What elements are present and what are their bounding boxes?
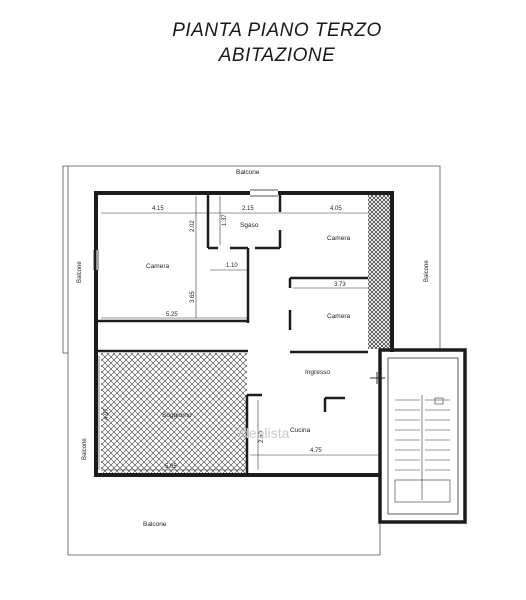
dim-3-65: 3.65 bbox=[190, 291, 196, 303]
dim-1-37: 1.37 bbox=[222, 214, 228, 226]
dim-2-50: 2.50 bbox=[259, 431, 265, 443]
dim-5-25: 5.25 bbox=[166, 312, 178, 318]
wall-hatch-right bbox=[368, 194, 390, 349]
dim-3-73: 3.73 bbox=[334, 282, 346, 288]
watermark: idealista bbox=[238, 425, 290, 441]
entrance-door bbox=[370, 372, 385, 384]
dim-1-10: 1.10 bbox=[226, 263, 238, 269]
room-label-soggiorno: Soggiorno bbox=[162, 412, 192, 419]
balcony-outline bbox=[62, 165, 441, 556]
room-label-camera-left: Camera bbox=[146, 263, 170, 270]
room-label-sgaso: Sgaso bbox=[240, 222, 259, 229]
dim-4-75: 4.75 bbox=[310, 448, 322, 454]
room-label-cucina: Cucina bbox=[290, 427, 311, 434]
dim-4-15: 4.15 bbox=[152, 206, 164, 212]
balcony-label-left-upper: Balcone bbox=[77, 261, 83, 283]
dimension-lines bbox=[98, 196, 378, 471]
room-label-ingresso: Ingresso bbox=[305, 369, 330, 376]
interior-walls bbox=[98, 195, 382, 520]
staircase bbox=[378, 348, 467, 524]
balcony-label-left-lower: Balcone bbox=[82, 438, 88, 460]
outer-walls bbox=[94, 191, 394, 477]
plan-title: PIANTA PIANO TERZO bbox=[172, 20, 382, 41]
room-label-camera-top-right: Camera bbox=[327, 235, 351, 242]
balcony-label-bottom: Balcone bbox=[143, 521, 167, 528]
balcony-label-top: Balcone bbox=[236, 169, 260, 176]
dim-5-05: 5.05 bbox=[165, 464, 177, 470]
room-label-camera-mid-right: Camera bbox=[327, 313, 351, 320]
plan-subtitle: ABITAZIONE bbox=[218, 45, 336, 66]
dim-4-97: 4.97 bbox=[104, 408, 110, 420]
dim-2-15: 2.15 bbox=[242, 206, 254, 212]
window-marks bbox=[93, 189, 278, 270]
dim-4-05: 4.05 bbox=[330, 206, 342, 212]
dim-2-02: 2.02 bbox=[190, 220, 196, 232]
soggiorno-floor-hatch bbox=[101, 353, 247, 473]
balcony-label-right: Balcone bbox=[424, 260, 430, 282]
